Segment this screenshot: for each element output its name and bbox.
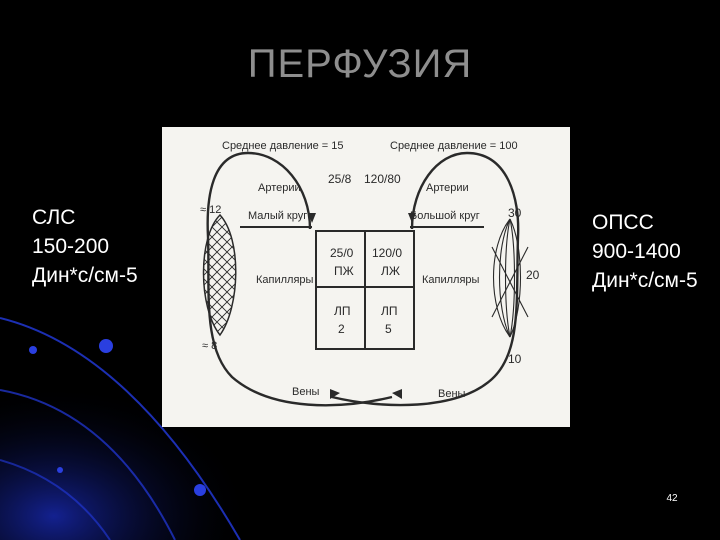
slide-title: ПЕРФУЗИЯ bbox=[247, 42, 473, 86]
rv-label: ПЖ bbox=[334, 264, 354, 278]
heart-chambers bbox=[315, 230, 415, 350]
systemic-pressure-upper: 30 bbox=[508, 206, 522, 220]
pulmonary-capillary-mesh bbox=[202, 213, 237, 337]
systemic-mean-pressure: Среднее давление = 100 bbox=[390, 140, 518, 152]
rv-pressure: 25/0 bbox=[330, 246, 354, 260]
right-line-2: 900-1400 bbox=[592, 240, 681, 263]
pulmonary-veins-label: Вены bbox=[292, 386, 320, 398]
ra-pressure: 2 bbox=[338, 322, 345, 336]
lv-pressure: 120/0 bbox=[372, 246, 402, 260]
la-pressure: 5 bbox=[385, 322, 392, 336]
systemic-capillaries-label: Капилляры bbox=[422, 274, 480, 286]
flow-arrows bbox=[308, 213, 416, 399]
lv-label: ЛЖ bbox=[381, 264, 400, 278]
right-line-1: ОПСС bbox=[592, 211, 654, 234]
pulmonary-pressure-upper: ≈ 12 bbox=[200, 204, 221, 216]
systemic-capillary-bundle bbox=[491, 218, 529, 338]
right-line-3: Дин*с/см-5 bbox=[592, 269, 698, 292]
pulmonary-resistance-text: СЛС 150-200 Дин*с/см-5 bbox=[32, 203, 138, 290]
systemic-arteries-label: Артерии bbox=[426, 182, 469, 194]
left-line-2: 150-200 bbox=[32, 235, 110, 258]
pulmonary-pressure-lower: ≈ 8 bbox=[202, 340, 217, 352]
page-number: 42 bbox=[666, 493, 678, 504]
systemic-veins-label: Вены bbox=[438, 388, 466, 400]
left-line-3: Дин*с/см-5 bbox=[32, 264, 138, 287]
systemic-arterial-pressure: 120/80 bbox=[364, 172, 401, 186]
pulmonary-circle-label: Малый круг bbox=[248, 210, 307, 222]
pulmonary-arteries-label: Артерии bbox=[258, 182, 301, 194]
systemic-resistance-text: ОПСС 900-1400 Дин*с/см-5 bbox=[592, 208, 698, 295]
systemic-pressure-middle: 20 bbox=[526, 268, 540, 282]
pulmonary-arterial-pressure: 25/8 bbox=[328, 172, 352, 186]
la-label: ЛП bbox=[381, 304, 398, 318]
pulmonary-capillaries-label: Капилляры bbox=[256, 274, 314, 286]
systemic-pressure-lower: 10 bbox=[508, 352, 522, 366]
ra-label: ЛП bbox=[334, 304, 351, 318]
systemic-circle-label: Большой круг bbox=[410, 210, 480, 222]
pulmonary-mean-pressure: Среднее давление = 15 bbox=[222, 140, 344, 152]
circulation-diagram: Среднее давление = 15 Среднее давление =… bbox=[162, 127, 570, 427]
left-line-1: СЛС bbox=[32, 206, 76, 229]
